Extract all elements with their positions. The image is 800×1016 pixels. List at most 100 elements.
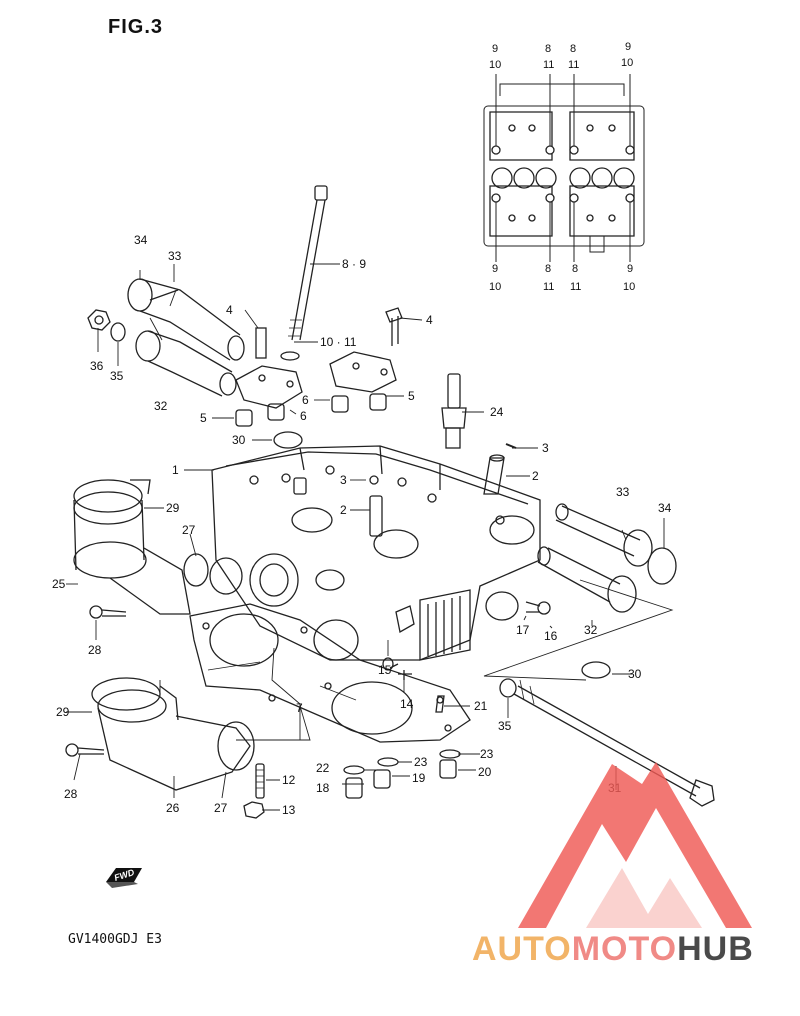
callout-27: 27 xyxy=(182,523,196,537)
inset-label-9: 9 xyxy=(627,263,633,275)
dowel-pins xyxy=(235,393,387,427)
head-bolt-washer xyxy=(280,351,300,361)
brand-part-hub: HUB xyxy=(677,930,754,968)
callout-33: 33 xyxy=(168,249,182,263)
inset-label-9: 9 xyxy=(492,263,498,275)
inset-label-10: 10 xyxy=(489,59,501,71)
callout-16: 16 xyxy=(544,629,558,643)
callout-35: 35 xyxy=(498,719,512,733)
inset-label-9: 9 xyxy=(492,43,498,55)
forward-arrow-icon xyxy=(106,868,142,888)
callout-7: 7 xyxy=(296,701,303,715)
inset-label-11: 11 xyxy=(570,281,581,293)
callout-18: 18 xyxy=(316,781,330,795)
callout-labels: 8 · 9 10 · 11 4 4 34 33 36 35 32 5 6 6 5… xyxy=(52,233,672,817)
washer-35-right xyxy=(499,678,517,698)
callout-29: 29 xyxy=(166,501,180,515)
cylinder-head xyxy=(211,445,541,661)
rocker-holder-left xyxy=(235,327,303,409)
rocker-shaft-lower-left xyxy=(135,330,237,397)
bolt-14 xyxy=(389,663,412,680)
leader-lines xyxy=(66,263,674,811)
rocker-holder-right xyxy=(329,307,403,393)
brand-part-auto: AUTO xyxy=(472,930,572,968)
nut-36 xyxy=(87,309,111,331)
washer-35 xyxy=(110,322,126,342)
callout-28: 28 xyxy=(88,643,102,657)
long-bolt-31 xyxy=(513,679,715,807)
callout-19: 19 xyxy=(412,771,426,785)
rocker-shaft-upper-left xyxy=(127,278,245,361)
callout-2: 2 xyxy=(532,469,539,483)
callout-23: 23 xyxy=(480,747,494,761)
callout-3: 3 xyxy=(340,473,347,487)
callout-4: 4 xyxy=(426,313,433,327)
callout-34: 34 xyxy=(134,233,148,247)
callout-30: 30 xyxy=(628,667,642,681)
callout-5: 5 xyxy=(408,389,415,403)
callout-27: 27 xyxy=(214,801,228,815)
bolt-28-upper xyxy=(89,605,127,619)
inset-top-labels: 9 10 8 11 8 11 9 10 xyxy=(489,41,633,71)
torque-sequence-inset xyxy=(483,74,645,262)
cap-30-left xyxy=(273,431,303,449)
callout-35: 35 xyxy=(110,369,124,383)
callout-12: 12 xyxy=(282,773,296,787)
callout-8-9: 8 · 9 xyxy=(342,257,366,271)
small-parts-18-23 xyxy=(343,695,461,799)
inset-label-9: 9 xyxy=(625,41,631,53)
callout-4: 4 xyxy=(226,303,233,317)
forward-arrow-badge: FWD xyxy=(104,866,144,888)
callout-26: 26 xyxy=(166,801,180,815)
callout-21: 21 xyxy=(474,699,488,713)
rocker-shaft-lower-right xyxy=(537,546,637,613)
spark-plug xyxy=(441,373,467,449)
valve-guide-left xyxy=(369,495,383,537)
callout-6: 6 xyxy=(300,409,307,423)
callout-6: 6 xyxy=(302,393,309,407)
valve-guide-right xyxy=(483,454,505,495)
cap-34-right xyxy=(647,547,677,585)
watermark-brand: AUTOMOTOHUB xyxy=(472,930,754,969)
bolt-28-lower xyxy=(65,743,105,757)
bolt-4-right xyxy=(385,307,403,346)
inset-label-11: 11 xyxy=(568,59,579,71)
callout-17: 17 xyxy=(516,623,530,637)
seal-27-upper xyxy=(183,553,209,587)
callout-20: 20 xyxy=(478,765,492,779)
intake-pipe-upper xyxy=(73,479,243,615)
callout-14: 14 xyxy=(400,697,414,711)
callout-32: 32 xyxy=(584,623,598,637)
clip-3-right xyxy=(505,443,517,449)
callout-1: 1 xyxy=(172,463,179,477)
clip-3-left xyxy=(369,475,379,485)
inset-label-11: 11 xyxy=(543,59,554,71)
callout-32: 32 xyxy=(154,399,168,413)
callout-34: 34 xyxy=(658,501,672,515)
callout-2: 2 xyxy=(340,503,347,517)
callout-22: 22 xyxy=(316,761,330,775)
inset-bottom-labels: 9 10 8 11 8 11 9 10 xyxy=(489,263,635,293)
callout-10-11: 10 · 11 xyxy=(320,335,357,349)
callout-28: 28 xyxy=(64,787,78,801)
model-code: GV1400GDJ E3 xyxy=(68,932,162,947)
inset-label-8: 8 xyxy=(570,43,576,55)
callout-33: 33 xyxy=(616,485,630,499)
callout-5: 5 xyxy=(200,411,207,425)
inset-label-11: 11 xyxy=(543,281,554,293)
pin-21 xyxy=(435,695,445,713)
callout-30: 30 xyxy=(232,433,246,447)
callout-36: 36 xyxy=(90,359,104,373)
callout-24: 24 xyxy=(490,405,504,419)
inset-label-10: 10 xyxy=(621,57,633,69)
rocker-shaft-upper-right xyxy=(555,503,677,585)
callout-15: 15 xyxy=(378,663,392,677)
cap-30-right xyxy=(581,661,611,679)
bolt-16 xyxy=(525,601,551,615)
callout-25: 25 xyxy=(52,577,66,591)
intake-pipe-lower xyxy=(91,677,255,791)
callout-3: 3 xyxy=(542,441,549,455)
bolt-4-left xyxy=(255,327,267,359)
